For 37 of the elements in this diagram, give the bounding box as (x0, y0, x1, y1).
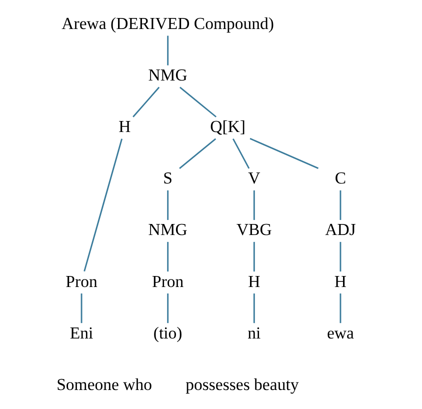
label: possesses beauty (186, 374, 299, 394)
connector (179, 138, 216, 168)
connector (167, 190, 169, 220)
connector (80, 292, 82, 323)
node-text: ni (248, 322, 261, 342)
connector (84, 138, 123, 271)
node-text: Eni (70, 322, 94, 342)
node-text: ewa (326, 322, 354, 342)
label: Someone who (56, 374, 152, 394)
node-text: Arewa (DERIVED Compound) (62, 14, 274, 33)
node-text: (tio) (153, 322, 182, 342)
connector (132, 86, 160, 117)
node-text: H (118, 116, 131, 136)
node-text: Pron (152, 271, 184, 290)
node-text: Q[K] (210, 116, 246, 136)
connector (253, 190, 255, 220)
connector (232, 138, 250, 168)
connector (180, 86, 217, 117)
node-text: ADJ (325, 220, 356, 239)
connector (340, 292, 342, 323)
node-text: Pron (66, 271, 98, 290)
connector (253, 292, 255, 323)
connector (250, 137, 319, 168)
connector (167, 35, 169, 65)
node-text: H (248, 271, 260, 290)
connector (340, 241, 342, 272)
node-text: V (248, 168, 260, 188)
connector (167, 241, 169, 272)
node-text: VBG (236, 220, 272, 239)
connector (340, 190, 342, 220)
node-text: NMG (148, 220, 188, 239)
connector (253, 241, 255, 272)
node-text: C (334, 168, 346, 188)
node-text: S (163, 168, 173, 188)
node-text: H (334, 271, 347, 290)
node-text: NMG (148, 65, 188, 84)
connector (167, 292, 169, 323)
